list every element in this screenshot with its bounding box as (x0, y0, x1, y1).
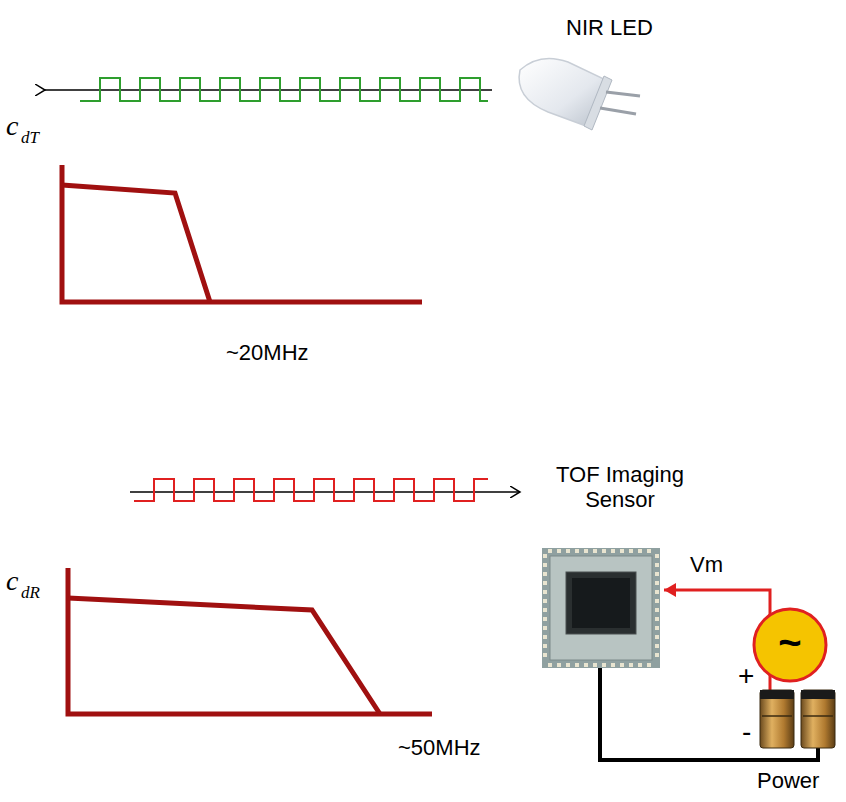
symbol-subscript: dT (21, 128, 39, 148)
sensor-label: TOF Imaging Sensor (545, 462, 695, 513)
signal-axis (45, 89, 492, 91)
power-label: Power (757, 768, 819, 793)
voltage-label: Vm (690, 552, 723, 577)
battery-symbol (760, 690, 835, 748)
led-picture (519, 58, 640, 130)
symbol-c: c (6, 110, 18, 142)
frequency-label: ~50MHz (398, 735, 481, 760)
polarity-plus: + (738, 660, 754, 692)
ac-symbol: ~ (778, 619, 801, 665)
symbol-subscript: dR (21, 583, 40, 603)
frequency-label: ~20MHz (226, 340, 309, 365)
sensor-chip (542, 548, 660, 668)
spectrum-curve (62, 185, 210, 302)
spectrum-axes (62, 165, 422, 302)
polarity-minus: - (742, 716, 751, 748)
symbol-c: c (6, 565, 18, 597)
spectrum-axes (68, 568, 432, 714)
spectrum-curve (68, 598, 380, 714)
square-wave (134, 479, 488, 501)
led-label: NIR LED (566, 15, 653, 40)
square-wave (80, 78, 488, 101)
signal-axis (130, 491, 520, 493)
ac-source (754, 609, 826, 681)
